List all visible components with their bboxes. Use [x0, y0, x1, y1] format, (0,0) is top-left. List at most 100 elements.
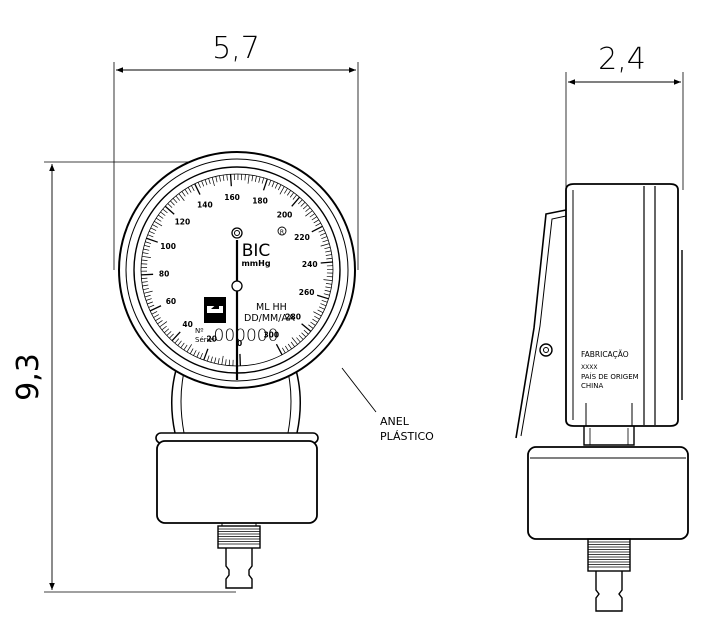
dial-tick — [184, 189, 189, 195]
dial-tick — [320, 243, 330, 247]
dial-tick — [287, 190, 291, 196]
dial-tick — [313, 219, 320, 224]
serial-label-2: Série: — [195, 336, 215, 344]
callout-line-1: ANEL — [380, 415, 410, 428]
dial-scale-label: 140 — [197, 200, 213, 209]
dial-tick — [296, 337, 301, 343]
dial-tick — [221, 355, 224, 365]
dial-tick — [284, 188, 288, 194]
dial-tick — [142, 252, 149, 255]
dial-tick — [142, 284, 149, 287]
dial-tick — [147, 234, 154, 238]
dial-scale-label: 160 — [224, 193, 240, 202]
dial-scale-label: 40 — [182, 320, 192, 329]
dial-tick — [290, 341, 295, 347]
dial-scale-label: 120 — [175, 218, 191, 227]
dial-tick — [318, 306, 325, 310]
dial-tick — [314, 315, 320, 320]
side-view: 2,4 FABRICAÇÃO XXXX PAÍS DE ORIGEM CHINA — [515, 42, 689, 612]
dial-tick — [144, 294, 151, 298]
dial-tick — [143, 248, 150, 251]
dial-tick — [145, 241, 152, 244]
side-label-line-4: CHINA — [581, 382, 603, 390]
dial-tick — [244, 174, 246, 181]
dial-scale-label: 200 — [277, 211, 293, 220]
dial-tick — [319, 232, 326, 236]
dial-tick — [164, 328, 170, 333]
dial-tick — [305, 210, 313, 217]
dial-tick — [320, 261, 333, 264]
dial-tick — [217, 358, 220, 365]
depth-dimension: 2,4 — [565, 42, 684, 190]
dial-tick — [229, 174, 232, 187]
callout-line-2: PLÁSTICO — [380, 430, 434, 443]
dial-tick — [178, 193, 185, 201]
dial-tick — [317, 309, 324, 313]
dial-scale-label: 80 — [159, 270, 169, 279]
serial-label-1: Nº — [195, 327, 204, 335]
dial-tick — [275, 343, 283, 356]
dial-tick — [323, 279, 333, 281]
dial-tick — [284, 345, 289, 352]
dial-scale-label: 0 — [237, 339, 242, 348]
dial-tick — [157, 320, 163, 325]
dial-tick — [149, 305, 162, 312]
plastic-ring-callout: ANEL PLÁSTICO — [341, 367, 434, 443]
dial-tick — [222, 174, 225, 181]
dial-tick — [194, 183, 201, 195]
brand-label: BIC — [242, 241, 271, 261]
side-label-line-1: FABRICAÇÃO — [581, 350, 629, 359]
dial-scale-label: 180 — [252, 197, 268, 206]
dial-tick — [170, 200, 175, 206]
registered-mark-icon — [277, 226, 287, 236]
dial-tick — [146, 237, 158, 243]
width-dimension-label: 5,7 — [212, 31, 260, 66]
dial-tick — [258, 176, 261, 183]
dial-tick — [160, 211, 166, 216]
dial-tick — [143, 290, 153, 294]
dial-tick — [155, 317, 161, 321]
dial-tick — [161, 325, 167, 331]
dial-tick — [197, 182, 201, 188]
dial-tick — [144, 245, 151, 248]
dial-scale-label: 280 — [285, 313, 301, 322]
dial-tick — [325, 254, 332, 256]
width-dimension: 5,7 — [113, 31, 359, 270]
dial-tick — [159, 321, 168, 328]
dial-tick — [162, 208, 168, 214]
dial-scale-label: 100 — [160, 242, 176, 251]
dial-tick — [277, 184, 282, 191]
dial-tick — [166, 331, 172, 336]
serial-number: 000000 — [214, 326, 279, 346]
dial-tick — [154, 221, 163, 227]
dial-tick — [150, 227, 157, 231]
dial-tick — [164, 205, 175, 215]
dial-tick — [318, 229, 325, 233]
dial-tick — [177, 340, 182, 346]
dial-tick — [311, 216, 318, 221]
dial-tick — [183, 344, 188, 351]
dial-scale-label: 240 — [302, 260, 318, 269]
dial-tick — [325, 250, 332, 253]
dial-tick — [254, 175, 257, 182]
dial-tick — [219, 175, 221, 182]
dial-tick — [292, 194, 297, 200]
dial-tick — [148, 304, 155, 308]
side-connector — [587, 538, 631, 612]
dial-tick — [215, 176, 218, 183]
dial-scale-label: 300 — [263, 330, 279, 339]
dial-tick — [141, 259, 148, 261]
dial-tick — [321, 236, 328, 239]
dial-tick — [321, 299, 328, 303]
dial-tick — [167, 203, 173, 208]
dial-tick — [261, 177, 265, 184]
dial-tick — [298, 334, 304, 340]
dial-tick — [175, 195, 181, 201]
dial-tick — [323, 293, 330, 296]
dial-tick — [171, 331, 181, 342]
dial-tick — [187, 187, 192, 193]
dial-tick — [300, 202, 306, 207]
dial-tick — [204, 179, 208, 186]
